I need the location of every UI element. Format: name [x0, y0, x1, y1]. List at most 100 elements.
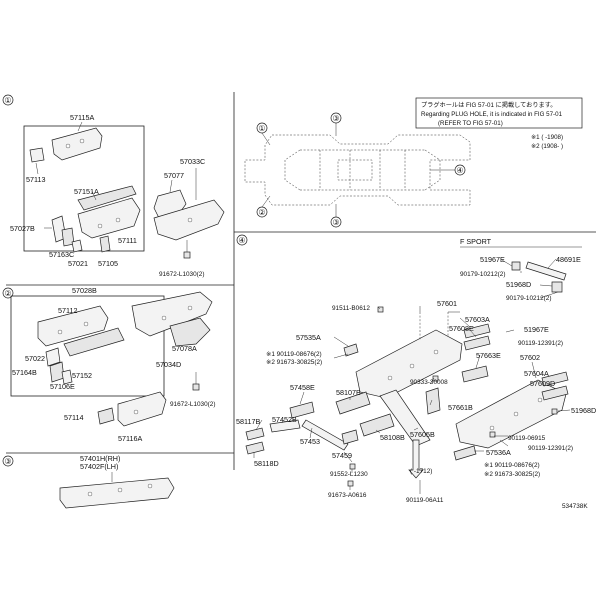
overview-callout-3-bottom: ③	[330, 204, 342, 228]
part-shape-57601	[355, 312, 463, 399]
label-57459: 57459	[332, 451, 352, 460]
label-57453: 57453	[300, 437, 320, 446]
part-shape-57536A	[453, 445, 477, 461]
label-57106E: 57106E	[50, 382, 75, 391]
label-91672-a: 91672-L1030(2)	[159, 271, 204, 278]
svg-text:③: ③	[4, 457, 11, 466]
overview-frame	[244, 134, 471, 206]
part-shape-57105	[99, 235, 111, 253]
part-shape-57535A	[343, 343, 359, 357]
part-shape-57459	[341, 429, 359, 445]
part-shape-58108B	[359, 413, 395, 437]
section-label-2: ②	[2, 287, 14, 299]
label-58118D: 58118D	[254, 459, 279, 468]
label-57663E: 57663E	[476, 351, 501, 360]
label-57452B: 57452B	[272, 415, 297, 424]
svg-text:③: ③	[332, 114, 339, 123]
part-shape-57452B	[269, 419, 301, 433]
leader-lines	[253, 258, 571, 494]
section-label-1: ①	[2, 94, 14, 106]
label-57113: 57113	[26, 175, 45, 184]
label-58107B: 58107B	[336, 388, 361, 397]
label-57661B: 57661B	[448, 403, 473, 412]
label-90179-a: 90179-10212(2)	[460, 271, 505, 278]
part-shape-51967Ea	[511, 261, 521, 271]
label-57115A: 57115A	[70, 113, 94, 122]
part-shape-bolt-91672a	[183, 240, 191, 259]
svg-text:③: ③	[332, 218, 339, 227]
label-90179-b: 90179-10212(2)	[506, 295, 551, 302]
label-57033C: 57033C	[180, 157, 205, 166]
label-57401H: 57401H(RH)	[80, 454, 120, 463]
section-label-4: ④	[236, 234, 248, 246]
label-90119-a: 90119-12391(2)	[518, 340, 563, 347]
svg-text:①: ①	[4, 96, 11, 105]
overview-callout-3-top: ③	[330, 112, 342, 136]
label-58108B: 58108B	[380, 433, 405, 442]
label-57603A: 57603A	[465, 315, 490, 324]
label-57402F: 57402F(LH)	[80, 462, 118, 471]
label-57105: 57105	[98, 259, 118, 268]
label-57027B: 57027B	[10, 224, 35, 233]
note-line-en: Regarding PLUG HOLE, it is indicated in …	[421, 111, 563, 118]
part-shape-57112	[37, 305, 109, 347]
part-shape-57034D	[131, 291, 213, 337]
part-shape-57152	[63, 327, 125, 357]
label-57535A: 57535A	[296, 333, 321, 342]
label-90119-e: ※1 90119-08676(2)	[484, 462, 540, 469]
label-51968D-b: 51968D	[571, 406, 596, 415]
label-57605B: 57605B	[410, 430, 435, 439]
label-57604A: 57604A	[524, 369, 549, 378]
svg-text:①: ①	[258, 124, 265, 133]
section-label-3: ③	[2, 455, 14, 467]
label-57536A: 57536A	[486, 448, 511, 457]
label-90333: 90333-30008	[410, 379, 448, 386]
label-90119-f: 90119-06A11	[406, 497, 444, 504]
part-shape-57106E	[61, 369, 73, 385]
label-57114: 57114	[64, 413, 83, 422]
note-line-ref: (REFER TO FIG 57-01)	[438, 120, 503, 127]
label-90119-d: 90119-12391(2)	[528, 445, 573, 452]
label-57164B: 57164B	[12, 368, 37, 377]
part-shape-57603A	[463, 323, 491, 339]
part-shape-57605B	[379, 389, 431, 447]
overview-callout-1: ①	[256, 122, 271, 146]
section1-subframe	[23, 125, 145, 252]
part-shape-57609D	[541, 385, 569, 401]
part-shape-57608E	[463, 335, 491, 351]
part-shape-57661B	[425, 387, 441, 415]
label-57078A: 57078A	[172, 344, 197, 353]
part-shape-58107B	[335, 391, 371, 415]
label-91552: 91552-L1230	[330, 471, 368, 478]
overview-callout-4: ④	[430, 164, 466, 176]
label-57163C: 57163C	[49, 250, 74, 259]
label-57022: 57022	[25, 354, 45, 363]
part-shape-bolt-91672b	[192, 372, 200, 391]
part-labels: 57115A 57113 57151A 57027B 57163C 57021 …	[10, 113, 596, 504]
overview-callout-2: ②	[256, 195, 271, 218]
label-57609D: 57609D	[530, 379, 555, 388]
arrow-57605B	[408, 439, 424, 479]
fsport-label: F SPORT	[460, 237, 492, 246]
part-shape-57663E	[461, 365, 489, 383]
part-shape-57453	[301, 419, 349, 451]
note-box: プラグホールは FIG 57-01 に掲載しております。 Regarding P…	[415, 97, 583, 129]
label-58117B: 58117B	[236, 417, 260, 426]
part-shape-57114	[97, 407, 115, 425]
label-91673-a: ※2 91673-30825(2)	[266, 359, 322, 366]
part-shape-58117B	[245, 427, 265, 441]
part-shape-bolts-section4	[347, 306, 558, 487]
part-shape-57022	[45, 347, 61, 367]
label-57608E: 57608E	[449, 324, 474, 333]
part-shape-57113	[29, 147, 45, 175]
section-frames	[6, 92, 596, 470]
label-57028B: 57028B	[72, 286, 97, 295]
part-shape-57151A	[77, 185, 137, 211]
svg-text:②: ②	[258, 208, 265, 217]
label-57458E: 57458E	[290, 383, 315, 392]
label-57111: 57111	[118, 236, 137, 245]
part-shape-58118D	[245, 441, 265, 455]
section2-subframe	[10, 295, 165, 397]
label-57152: 57152	[72, 371, 92, 380]
